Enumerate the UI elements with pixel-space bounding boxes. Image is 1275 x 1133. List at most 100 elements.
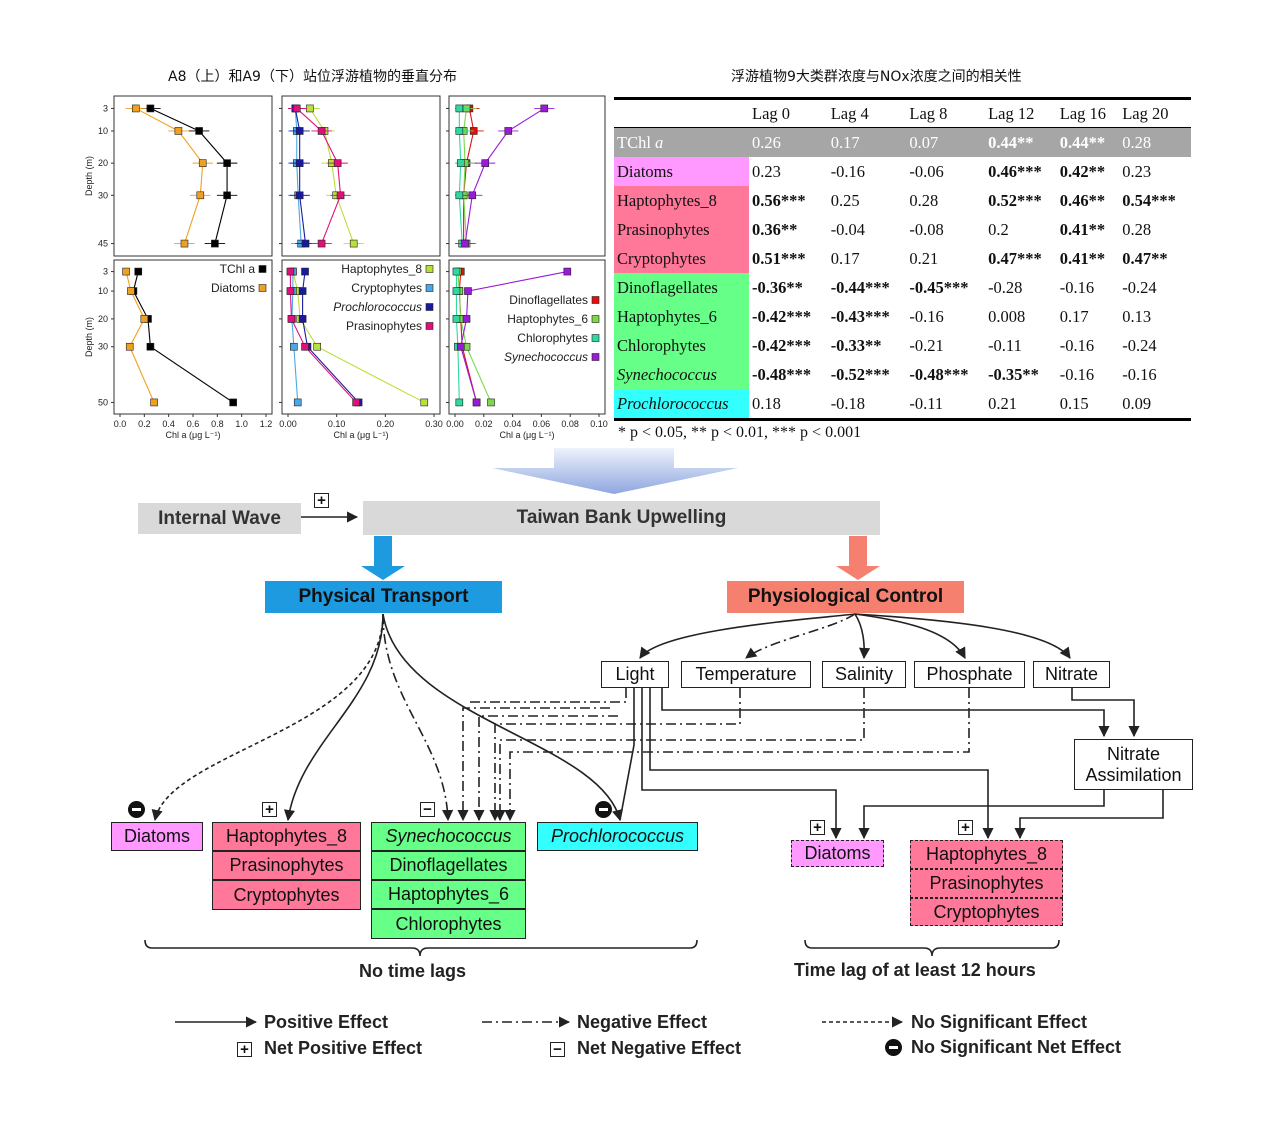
nitrate-assimilation-box: Nitrate Assimilation bbox=[1074, 739, 1193, 790]
data-point bbox=[420, 398, 429, 407]
data-point bbox=[146, 342, 155, 351]
right-hapto8-box: Haptophytes_8 bbox=[910, 840, 1063, 869]
data-point bbox=[180, 239, 189, 248]
right-crypto-box: Cryptophytes bbox=[910, 898, 1063, 926]
legend-no-net: No Significant Net Effect bbox=[911, 1037, 1122, 1057]
data-point bbox=[333, 159, 342, 167]
data-point bbox=[336, 191, 345, 200]
x-tick-label: 1.0 bbox=[235, 419, 248, 429]
x-tick-label: 0.00 bbox=[279, 419, 297, 429]
legend-label: Prochlorococcus bbox=[333, 300, 422, 314]
table-cell: -0.28 bbox=[988, 277, 1023, 297]
data-point bbox=[132, 104, 140, 113]
table-cell: 0.41** bbox=[1059, 248, 1106, 268]
legend-net-positive: Net Positive Effect bbox=[264, 1038, 423, 1058]
table-cell: 0.13 bbox=[1122, 306, 1152, 326]
y-tick-label: 20 bbox=[98, 158, 108, 168]
data-point bbox=[295, 191, 304, 200]
no-net-effect-icon bbox=[885, 1039, 902, 1056]
left-syn-box: Synechococcus bbox=[371, 822, 526, 851]
left-prochloro-box: Prochlorococcus bbox=[537, 822, 698, 851]
no-time-lags-label: No time lags bbox=[359, 961, 467, 981]
x-tick-label: 0.20 bbox=[377, 419, 395, 429]
net-positive-icon: + bbox=[262, 802, 277, 817]
row-name: TChl a bbox=[614, 127, 749, 157]
data-point bbox=[462, 315, 471, 323]
upwelling-box: Taiwan Bank Upwelling bbox=[363, 501, 880, 535]
table-cell: -0.21 bbox=[909, 335, 944, 355]
data-point bbox=[313, 342, 321, 351]
table-cell: 0.47** bbox=[1122, 248, 1168, 268]
table-cell: 0.09 bbox=[1122, 393, 1152, 413]
significance-note: * p < 0.05, ** p < 0.01, *** p < 0.001 bbox=[618, 424, 862, 441]
table-cell: 0.51*** bbox=[752, 248, 806, 268]
legend-swatch bbox=[425, 303, 434, 311]
left-chloro-box: Chlorophytes bbox=[371, 909, 526, 939]
row-name: Dinoflagellates bbox=[614, 273, 749, 302]
table-cell: -0.45*** bbox=[909, 277, 969, 297]
data-point bbox=[540, 104, 549, 113]
column-header: Lag 4 bbox=[830, 103, 869, 123]
data-point bbox=[456, 342, 465, 351]
left-dino-box: Dinoflagellates bbox=[371, 851, 526, 880]
table-cell: 0.07 bbox=[909, 132, 939, 152]
table-cell: 0.28 bbox=[909, 190, 939, 210]
table-cell: -0.16 bbox=[909, 306, 944, 326]
legend-negative: Negative Effect bbox=[577, 1012, 708, 1032]
data-point bbox=[286, 287, 295, 295]
data-point bbox=[452, 287, 461, 295]
plot-frame bbox=[448, 259, 606, 415]
table-cell: -0.04 bbox=[830, 219, 866, 239]
column-header: Lag 20 bbox=[1122, 103, 1169, 123]
y-tick-label: 10 bbox=[98, 126, 108, 136]
data-point bbox=[298, 315, 307, 323]
data-point bbox=[295, 159, 304, 167]
table-cell: -0.24 bbox=[1122, 335, 1157, 355]
legend-swatch bbox=[591, 353, 600, 361]
x-tick-label: 1.2 bbox=[260, 419, 273, 429]
table-cell: 0.18 bbox=[752, 393, 781, 413]
no-net-effect-icon bbox=[595, 801, 612, 818]
row-name: Synechococcus bbox=[614, 360, 749, 389]
table-cell: -0.16 bbox=[1122, 364, 1157, 384]
data-point bbox=[455, 104, 464, 113]
legend-label: Synechococcus bbox=[504, 350, 588, 364]
internal-wave-box: Internal Wave bbox=[138, 503, 301, 534]
physiological-control-box: Physiological Control bbox=[727, 581, 964, 613]
x-tick-label: 0.00 bbox=[446, 419, 464, 429]
data-point bbox=[298, 287, 307, 295]
y-tick-label: 10 bbox=[98, 286, 108, 296]
table-cell: 0.46** bbox=[1059, 190, 1106, 210]
factor-light: Light bbox=[601, 661, 669, 688]
data-point bbox=[127, 287, 135, 295]
table-row: Synechococcus-0.48***-0.52***-0.48***-0.… bbox=[614, 360, 1191, 389]
net-positive-icon: + bbox=[958, 820, 973, 835]
table-cell: -0.16 bbox=[1059, 335, 1095, 355]
data-point bbox=[196, 191, 205, 200]
table-row: Dinoflagellates-0.36**-0.44***-0.45***-0… bbox=[614, 273, 1191, 302]
table-cell: 0.52*** bbox=[988, 190, 1042, 210]
row-name: Prasinophytes bbox=[614, 215, 749, 244]
table-cell: -0.16 bbox=[830, 161, 866, 181]
right-diatoms-box: Diatoms bbox=[791, 840, 884, 867]
x-tick-label: 0.2 bbox=[138, 419, 151, 429]
legend-label: Chlorophytes bbox=[517, 331, 588, 345]
data-point bbox=[146, 104, 155, 113]
x-tick-label: 0.0 bbox=[114, 419, 127, 429]
table-cell: -0.18 bbox=[830, 393, 866, 413]
data-point bbox=[134, 267, 143, 276]
table-cell: 0.46*** bbox=[988, 161, 1042, 181]
legend-net-negative: Net Negative Effect bbox=[577, 1038, 742, 1058]
legend-label: TChl a bbox=[220, 262, 256, 276]
data-point bbox=[464, 287, 472, 295]
table-cell: 0.54*** bbox=[1122, 190, 1176, 210]
table-cell: -0.52*** bbox=[830, 364, 890, 384]
data-point bbox=[468, 191, 477, 200]
table-cell: -0.33** bbox=[830, 335, 882, 355]
